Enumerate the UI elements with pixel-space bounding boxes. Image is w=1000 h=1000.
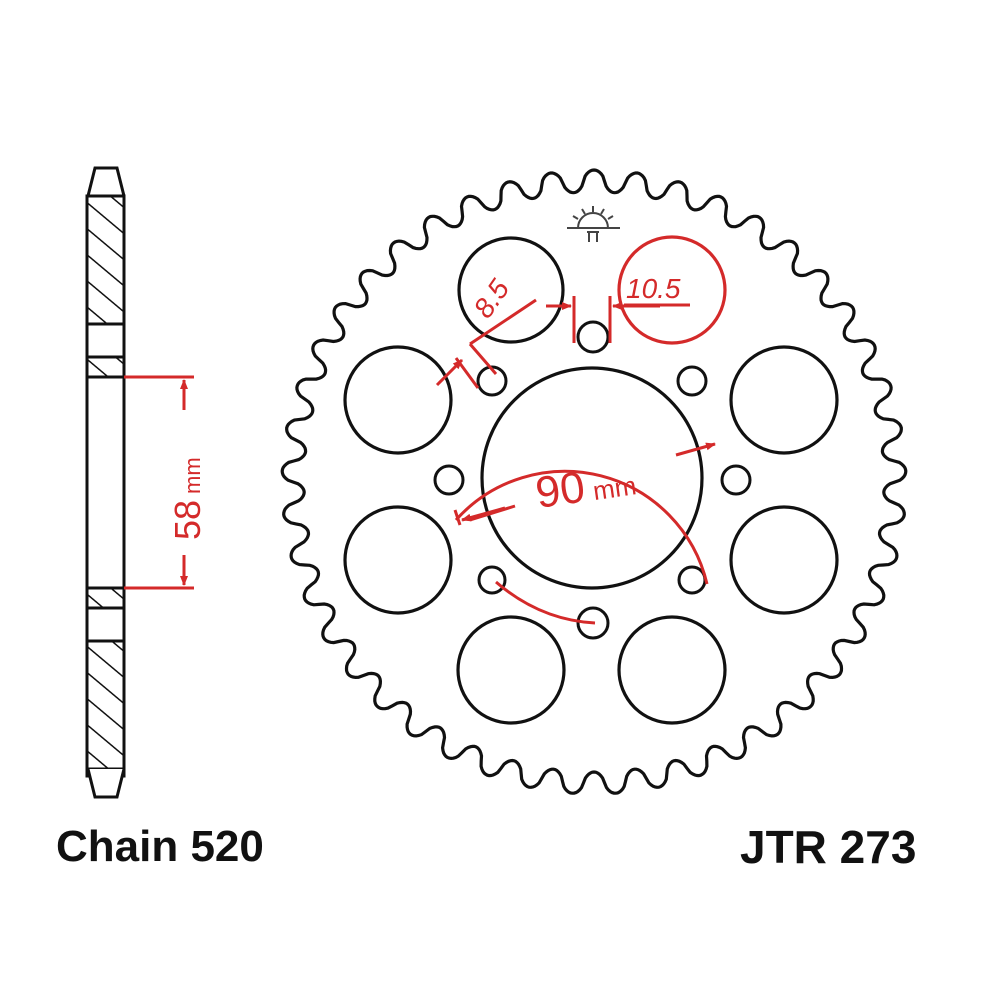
bolt-hole: [576, 606, 610, 640]
bolt-hole: [476, 365, 508, 397]
sprocket-teeth-outline: [280, 168, 908, 795]
side-profile-view: [85, 166, 126, 799]
lightening-hole-highlighted: [617, 235, 727, 345]
bolt-hole: [677, 565, 707, 595]
bolt-hole: [477, 565, 507, 595]
lightening-hole: [343, 505, 453, 615]
bolt-hole: [576, 320, 610, 354]
pcd-dimension: [453, 442, 716, 625]
part-number-label: JTR 273: [740, 821, 917, 873]
lightening-hole: [343, 345, 453, 455]
bolt-holes: [433, 320, 752, 640]
dimension-8-5-label: 8.5: [468, 273, 516, 323]
chain-size-label: Chain 520: [56, 822, 264, 871]
center-bore: [480, 366, 704, 590]
dimension-8-5: [435, 296, 690, 389]
sun-logo-icon: [567, 206, 620, 242]
dimension-58-label: 58mm: [167, 457, 208, 540]
lightening-hole: [729, 345, 839, 455]
lightening-hole: [729, 505, 839, 615]
bolt-hole: [720, 464, 752, 496]
dimension-10-5-label: 10.5: [626, 273, 681, 304]
lightening-hole: [457, 236, 565, 344]
lightening-holes: [343, 236, 839, 725]
bolt-hole: [433, 464, 465, 496]
dimension-58mm: [124, 375, 194, 590]
bolt-hole: [676, 365, 708, 397]
lightening-hole: [456, 615, 566, 725]
lightening-hole: [617, 615, 727, 725]
